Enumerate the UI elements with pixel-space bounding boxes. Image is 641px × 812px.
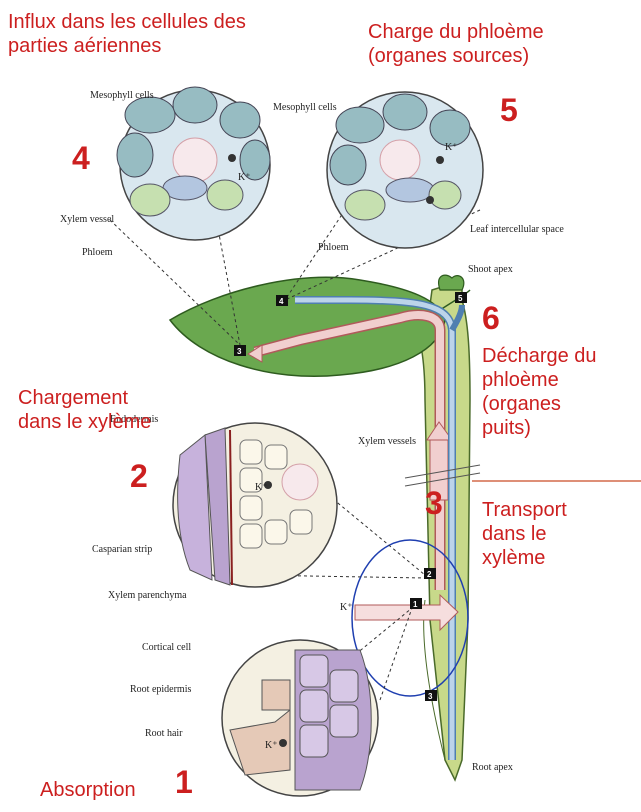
svg-text:Shoot apex: Shoot apex — [468, 264, 513, 275]
step-number-2: 2 — [130, 460, 148, 492]
svg-text:Xylem vessels: Xylem vessels — [358, 436, 416, 447]
leaf-section-circle-5 — [327, 92, 483, 248]
caption-chargement: Chargement dans le xylème — [18, 386, 168, 434]
step-number-4: 4 — [72, 142, 90, 174]
svg-text:Root hair: Root hair — [145, 728, 183, 739]
svg-text:Root epidermis: Root epidermis — [130, 684, 191, 695]
svg-text:Mesophyll cells: Mesophyll cells — [90, 90, 154, 101]
root-section-circle-1 — [222, 640, 378, 796]
svg-text:3: 3 — [428, 692, 433, 701]
svg-text:Phloem: Phloem — [82, 247, 113, 258]
step-number-6: 6 — [482, 302, 500, 334]
svg-text:Xylem parenchyma: Xylem parenchyma — [108, 590, 187, 601]
svg-text:4: 4 — [279, 297, 284, 306]
svg-text:Cortical cell: Cortical cell — [142, 642, 191, 653]
step-number-5: 5 — [500, 94, 518, 126]
shoot-apex — [439, 275, 464, 290]
svg-text:Casparian strip: Casparian strip — [92, 544, 152, 555]
svg-text:K⁺: K⁺ — [340, 602, 353, 613]
svg-text:Mesophyll cells: Mesophyll cells — [273, 102, 337, 113]
svg-text:5: 5 — [458, 294, 463, 303]
caption-transport: Transport dans le xylème — [482, 498, 602, 570]
svg-text:K⁺: K⁺ — [265, 740, 278, 751]
step-number-3: 3 — [425, 487, 443, 519]
svg-text:K⁺: K⁺ — [255, 482, 268, 493]
leaf-section-circle-4 — [117, 87, 270, 240]
svg-text:Root apex: Root apex — [472, 762, 513, 773]
svg-text:2: 2 — [427, 570, 432, 579]
svg-text:Leaf intercellular space: Leaf intercellular space — [470, 224, 564, 235]
svg-text:Phloem: Phloem — [318, 242, 349, 253]
caption-decharge: Décharge du phloème (organes puits) — [482, 344, 612, 440]
svg-text:3: 3 — [237, 347, 242, 356]
caption-absorption: Absorption — [40, 778, 160, 802]
step-number-1: 1 — [175, 766, 193, 798]
svg-text:Xylem vessel: Xylem vessel — [60, 214, 114, 225]
caption-influx: Influx dans les cellules des parties aér… — [8, 10, 298, 58]
root-section-circle-2 — [173, 423, 337, 587]
svg-text:K⁺: K⁺ — [238, 172, 251, 183]
svg-text:K⁺: K⁺ — [445, 142, 458, 153]
caption-charge: Charge du phloème (organes sources) — [368, 20, 608, 68]
svg-text:1: 1 — [413, 600, 418, 609]
